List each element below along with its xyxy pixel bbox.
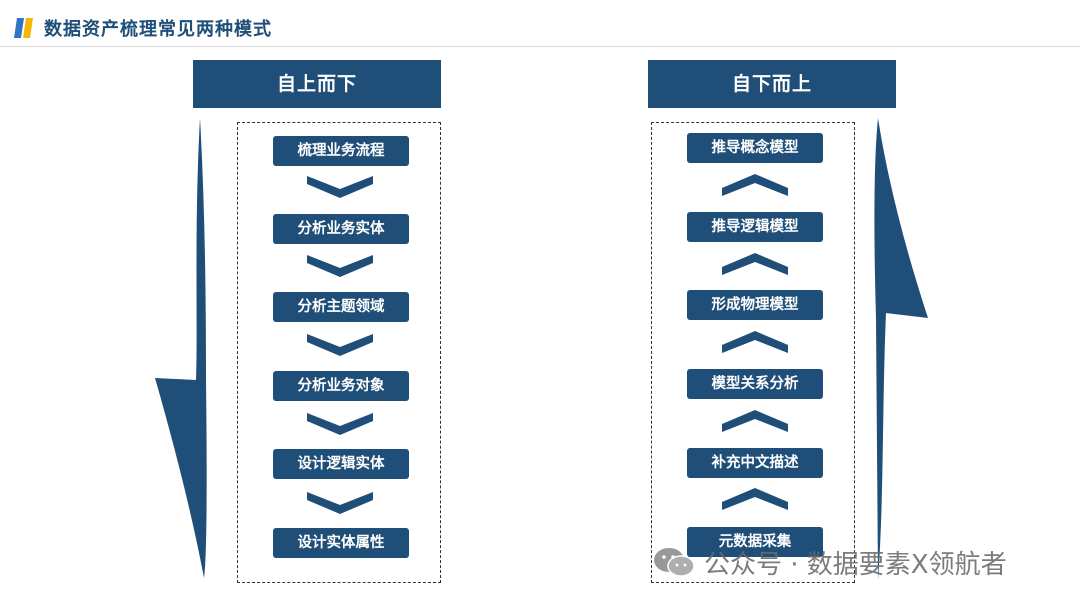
bottom-up-step-6: 元数据采集 xyxy=(687,527,823,557)
top-down-step-2: 分析业务实体 xyxy=(273,214,409,244)
top-down-header: 自上而下 xyxy=(193,60,441,108)
top-down-step-1: 梳理业务流程 xyxy=(273,136,409,166)
wechat-icon xyxy=(654,548,695,577)
bottom-up-step-3: 形成物理模型 xyxy=(687,290,823,320)
title-bar: 数据资产梳理常见两种模式 xyxy=(0,0,1080,46)
chevron-up-icon xyxy=(722,410,788,432)
chevron-up-icon xyxy=(722,174,788,196)
chevron-down-icon xyxy=(307,492,373,514)
bottom-up-step-4: 模型关系分析 xyxy=(687,369,823,399)
top-down-step-6: 设计实体属性 xyxy=(273,528,409,558)
logo-icon xyxy=(14,18,33,38)
down-arrow-icon xyxy=(155,118,207,578)
chevron-down-icon xyxy=(307,334,373,356)
bottom-up-step-5: 补充中文描述 xyxy=(687,448,823,478)
bottom-up-header: 自下而上 xyxy=(648,60,896,108)
up-arrow-icon xyxy=(874,118,928,580)
bottom-up-step-1: 推导概念模型 xyxy=(687,133,823,163)
top-down-step-5: 设计逻辑实体 xyxy=(273,449,409,479)
top-down-step-3: 分析主题领域 xyxy=(273,292,409,322)
top-down-step-4: 分析业务对象 xyxy=(273,371,409,401)
chevron-down-icon xyxy=(307,176,373,198)
page-title: 数据资产梳理常见两种模式 xyxy=(44,19,272,40)
title-divider xyxy=(0,46,1080,47)
bottom-up-frame xyxy=(651,122,855,583)
top-down-frame xyxy=(237,122,441,583)
chevron-down-icon xyxy=(307,255,373,277)
chevron-down-icon xyxy=(307,413,373,435)
bottom-up-step-2: 推导逻辑模型 xyxy=(687,212,823,242)
watermark-text: 公众号 · 数据要素X领航者 xyxy=(704,549,1007,580)
chevron-up-icon xyxy=(722,331,788,353)
chevron-up-icon xyxy=(722,488,788,510)
watermark: 公众号 · 数据要素X领航者 xyxy=(652,542,1007,582)
chevron-up-icon xyxy=(722,253,788,275)
